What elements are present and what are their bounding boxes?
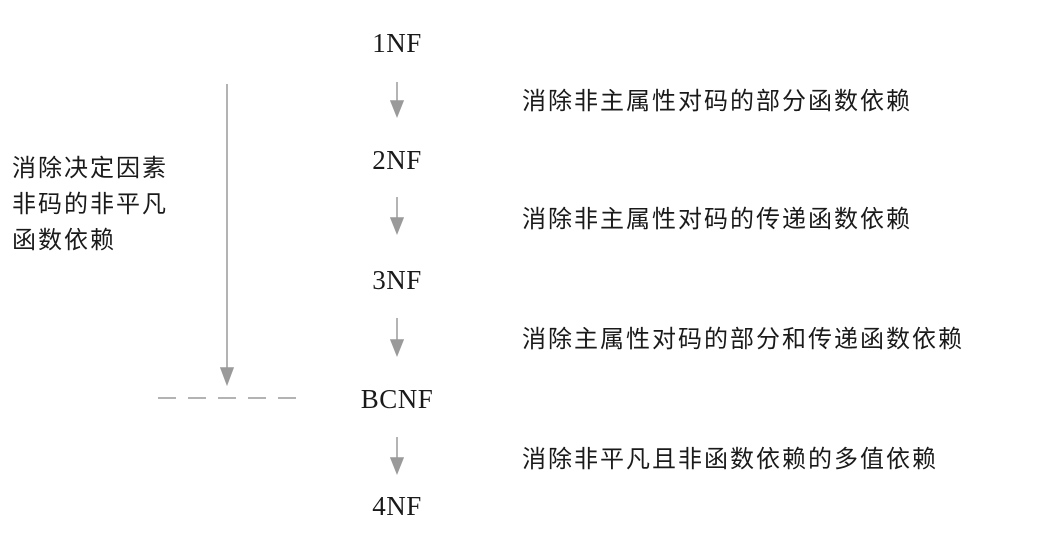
level-4nf: 4NF — [372, 491, 422, 521]
arrowhead-1nf-2nf — [389, 100, 405, 119]
level-2nf: 2NF — [372, 145, 422, 175]
side-note-line-1: 消除决定因素 — [12, 154, 168, 182]
side-note-line-2: 非码的非平凡 — [12, 190, 168, 218]
step-description-2: 消除非主属性对码的传递函数依赖 — [522, 205, 912, 233]
step-description-3: 消除主属性对码的部分和传递函数依赖 — [522, 325, 964, 353]
side-note-line-3: 函数依赖 — [12, 226, 116, 254]
arrowhead-bcnf-4nf — [389, 457, 405, 476]
level-bcnf: BCNF — [360, 384, 434, 414]
level-1nf: 1NF — [372, 28, 422, 58]
arrowhead-long-left — [219, 367, 235, 387]
arrowhead-2nf-3nf — [389, 217, 405, 236]
step-description-4: 消除非平凡且非函数依赖的多值依赖 — [522, 445, 938, 473]
arrowhead-3nf-bcnf — [389, 339, 405, 358]
side-note: 消除决定因素 非码的非平凡 函数依赖 — [12, 150, 168, 258]
step-description-1: 消除非主属性对码的部分函数依赖 — [522, 87, 912, 115]
level-3nf: 3NF — [372, 265, 422, 295]
